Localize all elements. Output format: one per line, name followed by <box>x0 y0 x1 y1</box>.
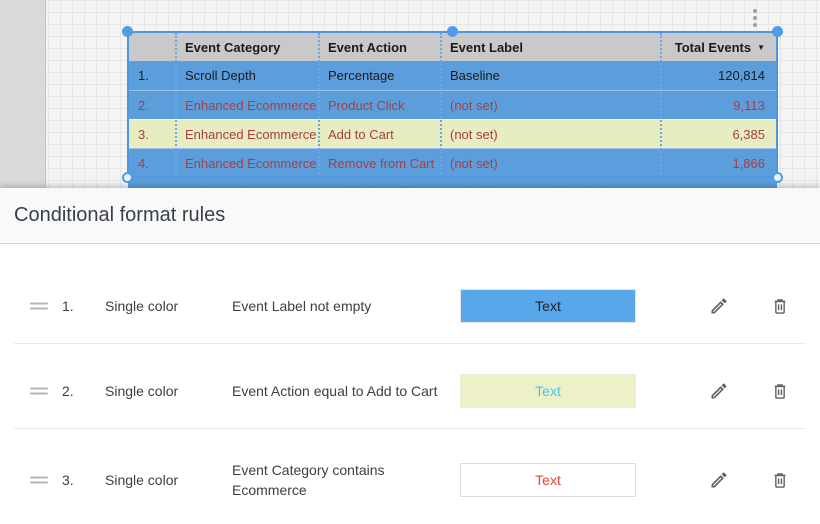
rule-index: 3. <box>62 472 74 488</box>
delete-rule-button[interactable] <box>770 296 790 316</box>
sort-desc-icon: ▼ <box>757 42 765 52</box>
table-header-label: Total Events <box>674 39 752 55</box>
table-row: 5.Enhanced EcommerceQuickview ClickAndro… <box>128 177 777 188</box>
rule-index: 1. <box>62 298 74 314</box>
data-table[interactable]: Event Category Event Action Event Label Tot… <box>128 33 777 188</box>
rule-condition: Event Category contains Ecommerce <box>232 462 385 498</box>
table-cell-total-events: 6,385 <box>732 126 765 142</box>
rule-divider <box>14 343 806 344</box>
table-row: 2. Enhanced Ecommerce Product Click (not se… <box>128 90 777 119</box>
selection-handle[interactable] <box>772 172 783 183</box>
selection-handle[interactable] <box>772 26 783 37</box>
table-header-cell[interactable]: Event Label <box>450 39 523 55</box>
table-cell-index: 1. <box>138 68 149 83</box>
table-cell-event-action: Product Click <box>328 97 405 113</box>
table-cell-total-events: 120,814 <box>718 68 765 83</box>
table-header-cell-total-events[interactable]: Total Events ▼ <box>660 33 777 61</box>
table-cell-event-category: Enhanced Ecommerce <box>175 178 318 189</box>
rule-type: Single color <box>105 383 179 399</box>
more-options-icon[interactable] <box>753 9 757 27</box>
trash-icon <box>774 299 786 314</box>
report-canvas[interactable]: Event Category Event Action Event Label Tot… <box>0 0 820 188</box>
table-cell-event-label: (not set) <box>450 155 498 171</box>
color-swatch[interactable]: Text <box>460 289 636 323</box>
drag-handle-icon[interactable] <box>30 387 48 395</box>
table-cell-event-label: (not set) <box>450 126 498 142</box>
table-cell-total-events: 9,113 <box>733 97 765 113</box>
table-row: 4. Enhanced Ecommerce Remove from Cart (not… <box>128 148 777 177</box>
drag-handle-icon[interactable] <box>30 476 48 484</box>
rule-index: 2. <box>62 383 74 399</box>
drag-handle-icon[interactable] <box>30 302 48 310</box>
selection-handle[interactable] <box>122 26 133 37</box>
table-cell-event-category: Scroll Depth <box>185 68 256 83</box>
trash-icon <box>774 384 786 399</box>
table-header-cell[interactable]: Event Action <box>328 39 407 55</box>
table-cell-event-label: (not set) <box>450 97 498 113</box>
table-row: 1. Scroll Depth Percentage Baseline 120,814 <box>128 61 777 90</box>
table-cell-index: 2. <box>138 97 149 113</box>
table-cell-event-label: Baseline <box>450 68 500 83</box>
edit-rule-button[interactable] <box>709 381 729 401</box>
rule-condition: Event Action equal to Add to Cart <box>232 383 438 399</box>
table-cell-index: 4. <box>138 155 149 171</box>
table-body: 1. Scroll Depth Percentage Baseline 120,814 2… <box>128 61 777 188</box>
selection-handle[interactable] <box>446 26 458 37</box>
edit-rule-button[interactable] <box>709 470 729 490</box>
table-cell-event-category: Enhanced Ecommerce <box>185 97 317 113</box>
table-row: 3. Enhanced Ecommerce Add to Cart (not set)… <box>128 119 777 148</box>
table-header-row: Event Category Event Action Event Label Tot… <box>128 33 777 61</box>
rule-row: 3. Single color Event Category contains Ec… <box>0 429 820 524</box>
left-panel-edge <box>0 0 46 188</box>
panel-title: Conditional format rules <box>14 204 226 226</box>
rule-row: 1. Single color Event Label not empty Text <box>0 244 820 343</box>
rule-row: 2. Single color Event Action equal to Add … <box>0 344 820 428</box>
delete-rule-button[interactable] <box>770 381 790 401</box>
pencil-icon <box>711 472 727 488</box>
table-cell-total-events: 1,866 <box>732 155 765 171</box>
rule-type: Single color <box>105 298 179 314</box>
rule-type: Single color <box>105 472 179 488</box>
table-cell-total-events: 1,320 <box>660 178 777 189</box>
trash-icon <box>774 473 786 488</box>
table-cell-event-action: Quickview Click <box>318 178 440 189</box>
pencil-icon <box>711 383 727 399</box>
table-cell-event-action: Percentage <box>328 68 395 83</box>
delete-rule-button[interactable] <box>770 470 790 490</box>
table-cell-index: 5. <box>128 178 175 189</box>
table-cell-event-category: Enhanced Ecommerce <box>185 126 317 142</box>
table-header-cell-index <box>128 33 175 61</box>
pencil-icon <box>711 298 727 314</box>
table-cell-index: 3. <box>138 126 149 142</box>
table-cell-event-action: Remove from Cart <box>328 155 435 171</box>
table-cell-event-action: Add to Cart <box>328 126 394 142</box>
selection-handle[interactable] <box>122 172 133 183</box>
table-cell-event-category: Enhanced Ecommerce <box>185 155 317 171</box>
color-swatch[interactable]: Text <box>460 374 636 408</box>
table-cell-event-label: Android Tops Hoodie Black <box>440 178 660 189</box>
edit-rule-button[interactable] <box>709 296 729 316</box>
rule-divider <box>14 428 806 429</box>
rule-condition: Event Label not empty <box>232 298 372 314</box>
color-swatch[interactable]: Text <box>460 463 636 497</box>
table-header-cell[interactable]: Event Category <box>185 39 281 55</box>
